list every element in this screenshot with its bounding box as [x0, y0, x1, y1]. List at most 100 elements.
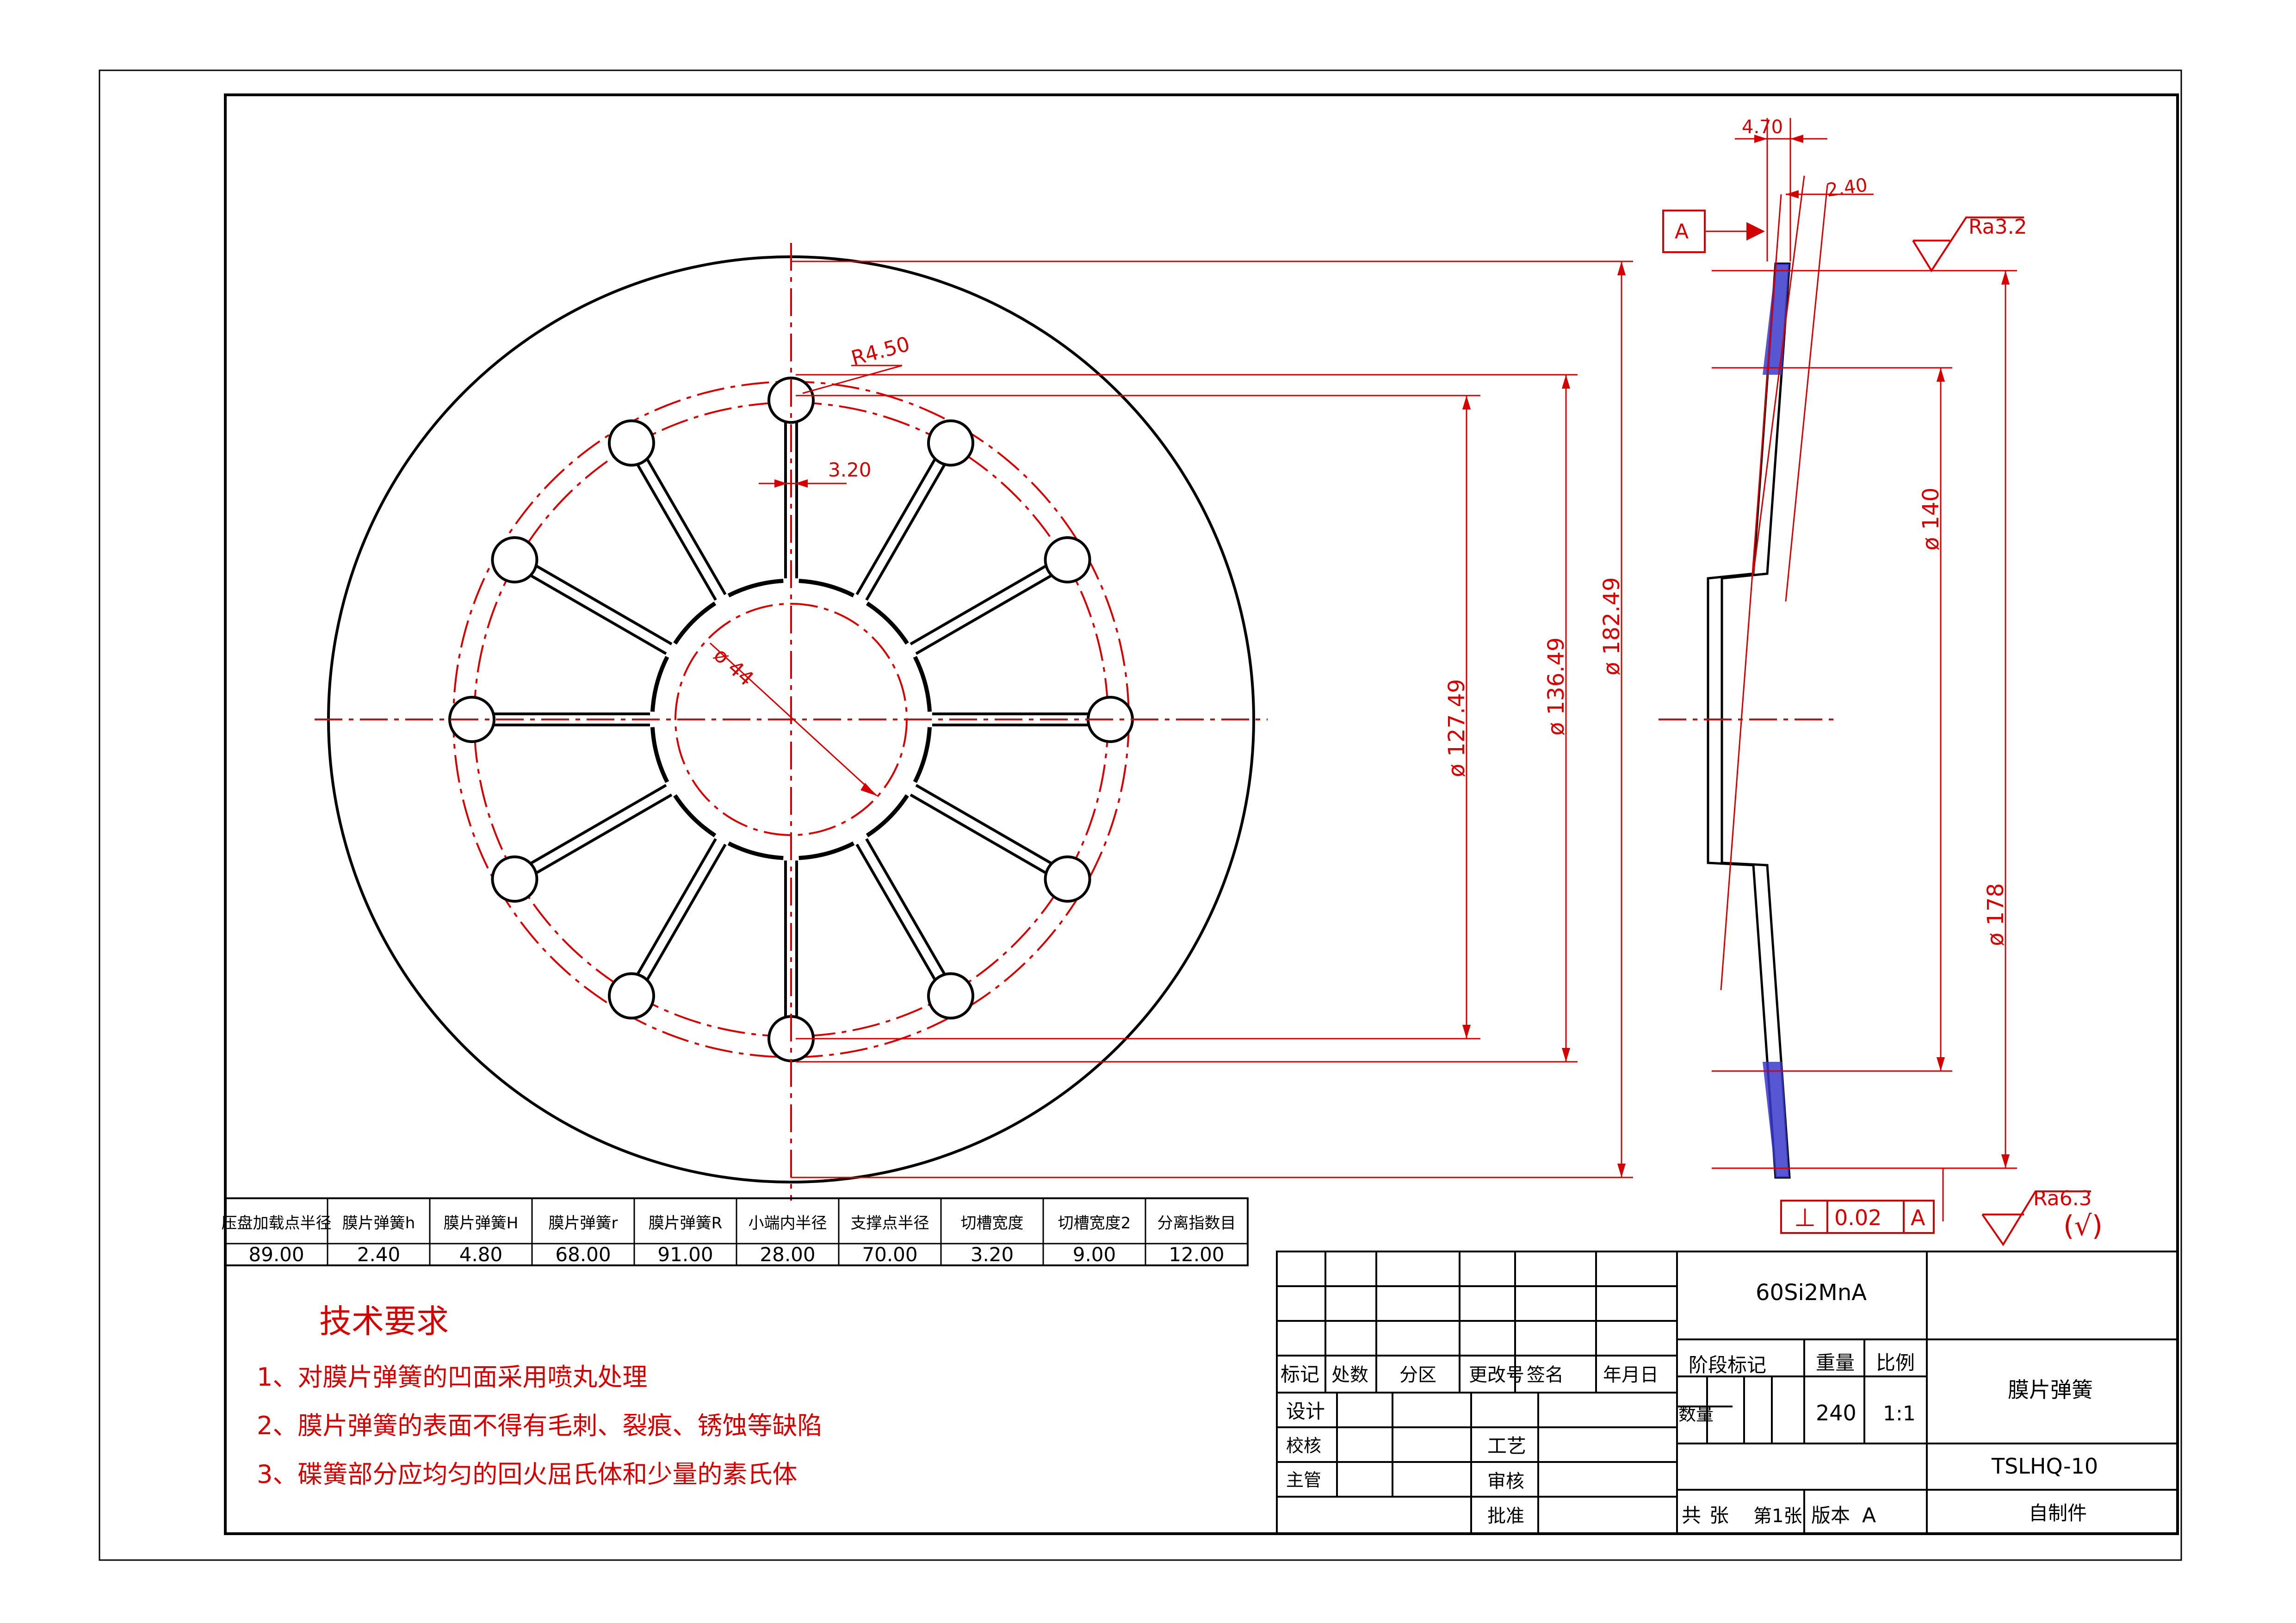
tolerance-symbol: ⊥ [1794, 1203, 1816, 1232]
spring-section-outline [1707, 262, 1791, 1179]
finger-hole [491, 536, 538, 583]
param-value: 89.00 [248, 1243, 304, 1266]
param-header: 小端内半径 [749, 1214, 827, 1233]
param-value: 2.40 [357, 1243, 401, 1266]
inner-bore-arc [650, 656, 669, 712]
inner-bore-arc [866, 794, 909, 837]
tech-item-1: 1、对膜片弹簧的凹面采用喷丸处理 [257, 1363, 647, 1392]
material: 60Si2MnA [1756, 1280, 1867, 1306]
inner-bore-arc [673, 794, 717, 837]
side-view: 4.70 2.40 ø 140 ø 178 A Ra3.2 Ra6.3 (√) … [1659, 117, 2103, 1246]
param-header: 膜片弹簧r [549, 1214, 618, 1233]
ra32-symbol [1912, 217, 2024, 273]
datum-label: A [1675, 220, 1689, 243]
release-fingers [448, 377, 1134, 1062]
tech-item-2: 2、膜片弹簧的表面不得有毛刺、裂痕、锈蚀等缺陷 [257, 1411, 822, 1440]
inner-bore-arc [866, 601, 909, 645]
tb-pizhun: 批准 [1487, 1505, 1524, 1527]
tb-jieduan: 阶段标记 [1689, 1354, 1766, 1376]
param-header: 膜片弹簧h [342, 1214, 415, 1233]
finger-slot [525, 562, 673, 655]
d140-label: ø 140 [1918, 488, 1944, 551]
finger-hole [491, 855, 538, 903]
w320-label: 3.20 [828, 458, 872, 481]
front-view: ø 44 R4.50 3.20 ø 18 [315, 243, 1633, 1201]
tb-part-name: 膜片弹簧 [2008, 1377, 2093, 1402]
section-hatch-bottom [1763, 1062, 1789, 1177]
finger-hole [927, 972, 974, 1020]
param-value: 91.00 [657, 1243, 713, 1266]
param-value: 12.00 [1169, 1243, 1224, 1266]
tb-biaoji: 标记 [1281, 1363, 1319, 1386]
tb-gengai: 更改号 [1469, 1364, 1524, 1386]
ra63-paren: (√) [2063, 1210, 2103, 1242]
tb-gong: 共 [1682, 1504, 1701, 1527]
finger-slot [932, 712, 1094, 726]
tb-version: A [1862, 1504, 1876, 1527]
r450-leader [802, 365, 903, 394]
finger-slot [910, 562, 1057, 655]
param-header: 压盘加载点半径 [222, 1214, 332, 1233]
datum-triangle [1746, 222, 1765, 241]
side-arrows [1754, 135, 2010, 1168]
param-value: 3.20 [971, 1243, 1014, 1266]
d182-label: ø 182.49 [1599, 577, 1625, 675]
d44-leader [709, 642, 878, 797]
inner-bore-arc [673, 601, 717, 645]
w320-arrow-right [795, 479, 808, 488]
finger-hole [927, 419, 974, 467]
finger-hole [608, 419, 655, 467]
param-value: 28.00 [760, 1243, 815, 1266]
finger-slot [633, 453, 727, 601]
inner-bore-arc [913, 656, 932, 712]
tb-nianyueri: 年月日 [1603, 1364, 1659, 1386]
param-header: 切槽宽度2 [1058, 1214, 1131, 1233]
tb-drawing-no: TSLHQ-10 [1991, 1454, 2098, 1479]
param-header: 膜片弹簧R [649, 1214, 723, 1233]
d127-label: ø 127.49 [1444, 679, 1470, 777]
parameter-table: 压盘加载点半径 89.00 膜片弹簧h 2.40 膜片弹簧H 4.80 膜片弹簧r 68.00… [222, 1197, 1249, 1266]
outer-trim-border [99, 69, 2182, 1561]
tolerance-datum: A [1911, 1205, 1925, 1230]
tb-shuliang: 数量 [1678, 1404, 1714, 1425]
w320-arrow-left [774, 479, 787, 488]
inner-bore-arc [727, 841, 784, 861]
finger-slot [784, 861, 798, 1022]
tb-zhang2: 1张 [1772, 1505, 1802, 1527]
finger-slot [855, 453, 949, 601]
r450-label: R4.50 [849, 332, 912, 371]
diameter-dimensions [791, 260, 1633, 1178]
tb-banben: 版本 [1811, 1504, 1850, 1527]
tb-sheji: 设计 [1286, 1400, 1325, 1423]
tb-zhongliang: 重量 [1816, 1351, 1855, 1374]
tb-source: 自制件 [2029, 1502, 2087, 1524]
d136-label: ø 136.49 [1543, 637, 1569, 736]
tb-qianming: 签名 [1527, 1364, 1564, 1386]
param-header: 支撑点半径 [851, 1214, 929, 1233]
title-block-text: 60Si2MnA 标记 处数 分区 更改号 签名 年月日 设计 校核 主管 工艺… [1281, 1280, 2098, 1527]
tb-shenhe: 审核 [1487, 1471, 1524, 1492]
param-value: 68.00 [555, 1243, 611, 1266]
finger-hole [608, 972, 655, 1020]
d178-label: ø 178 [1983, 883, 2009, 946]
tb-bili: 比例 [1876, 1351, 1915, 1374]
inner-bore-arc [727, 578, 784, 598]
finger-slot [488, 712, 650, 726]
finger-slot [633, 838, 727, 985]
finger-slot [910, 784, 1057, 877]
finger-slot [525, 784, 673, 877]
finger-hole [1044, 536, 1091, 583]
title-block [1276, 1251, 2178, 1535]
param-header: 切槽宽度 [961, 1214, 1024, 1233]
tb-scale: 1:1 [1883, 1402, 1916, 1425]
ra63-label: Ra6.3 [2033, 1187, 2092, 1210]
tb-fenqu: 分区 [1399, 1364, 1436, 1386]
tb-di: 第 [1753, 1505, 1772, 1527]
d44-arrow [860, 783, 877, 796]
param-value: 4.80 [459, 1243, 503, 1266]
param-value: 70.00 [862, 1243, 917, 1266]
d44-label: ø 44 [709, 643, 758, 691]
param-header: 膜片弹簧H [444, 1214, 519, 1233]
inner-bore-arc [913, 727, 932, 783]
diameter-arrows [1462, 261, 1626, 1177]
